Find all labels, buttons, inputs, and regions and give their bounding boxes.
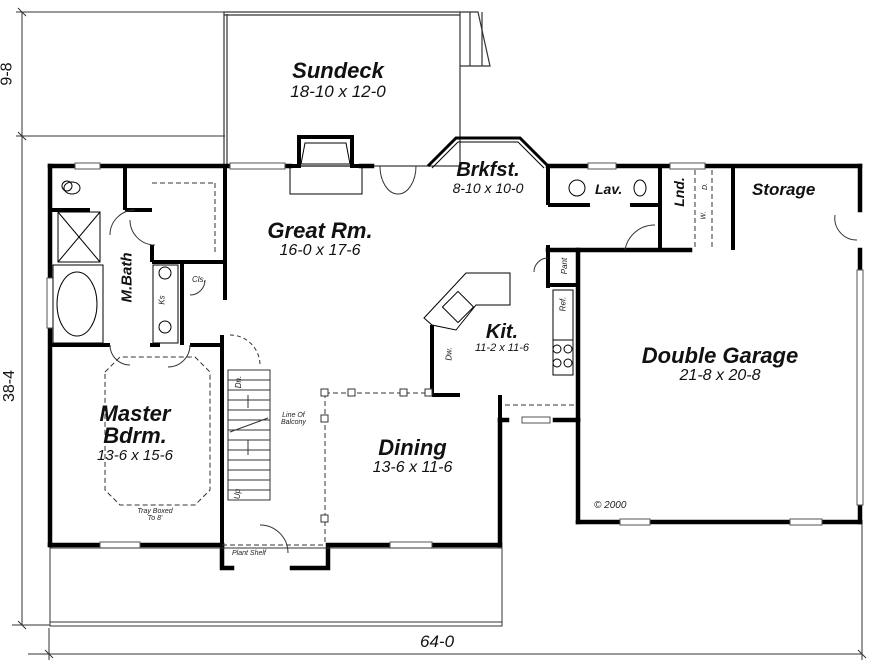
room-size: 8-10 x 10-0 bbox=[452, 180, 524, 196]
room-laundry: Lnd. bbox=[670, 177, 687, 207]
dimension-deck-depth: 9-8 bbox=[0, 62, 16, 86]
stairs-up-label: Up bbox=[233, 488, 243, 500]
dimension-width: 64-0 bbox=[420, 632, 455, 651]
room-great-room: Great Rm. 16-0 x 17-6 bbox=[240, 220, 400, 259]
breakfast-bay bbox=[426, 136, 550, 169]
windows bbox=[46, 162, 864, 549]
room-breakfast: Brkfst. 8-10 x 10-0 bbox=[432, 160, 544, 195]
room-double-garage: Double Garage 21-8 x 20-8 bbox=[605, 345, 835, 384]
door-swings bbox=[109, 165, 858, 554]
dimension-depth: 38-4 bbox=[1, 369, 19, 403]
room-name: Brkfst. bbox=[456, 159, 520, 181]
room-kitchen: Kit. 11-2 x 11-6 bbox=[456, 322, 548, 354]
room-name-line1: Master bbox=[99, 401, 171, 426]
room-name-line2: Bdrm. bbox=[103, 423, 167, 448]
note-line2: To 8' bbox=[147, 515, 163, 522]
dimension-lines bbox=[12, 7, 867, 660]
vanity-label: Ks bbox=[157, 295, 167, 305]
washer-label: W. bbox=[700, 211, 708, 220]
room-size: 11-2 x 11-6 bbox=[474, 342, 529, 354]
balcony-line2: Balcony bbox=[281, 419, 306, 426]
room-storage: Storage bbox=[752, 180, 816, 199]
room-master-bedroom: Master Bdrm. 13-6 x 15-6 bbox=[70, 401, 200, 464]
room-size: 13-6 x 11-6 bbox=[372, 459, 453, 476]
interior-walls bbox=[50, 166, 735, 545]
room-size: 16-0 x 17-6 bbox=[279, 242, 361, 259]
front-porch bbox=[49, 547, 503, 627]
note-line1: Tray Boxed bbox=[137, 508, 173, 515]
tray-ceiling-note: Tray Boxed To 8' bbox=[115, 508, 195, 522]
room-name: Double Garage bbox=[641, 343, 799, 368]
closet-label: Cls. bbox=[192, 275, 206, 284]
room-dining: Dining 13-6 x 11-6 bbox=[345, 437, 480, 476]
kitchen-counter bbox=[423, 272, 574, 376]
room-size: 21-8 x 20-8 bbox=[679, 367, 761, 384]
stairs bbox=[227, 369, 271, 501]
plant-shelf-label: Plant Shelf bbox=[232, 550, 266, 557]
room-size: 18-10 x 12-0 bbox=[290, 82, 386, 101]
room-name: Kit. bbox=[485, 321, 519, 343]
dryer-label: D. bbox=[702, 183, 709, 190]
balcony-posts bbox=[320, 388, 433, 523]
room-name: Dining bbox=[378, 435, 447, 460]
sundeck-outline bbox=[223, 11, 491, 167]
dishwasher-label: Dw. bbox=[444, 347, 454, 361]
room-name: Sundeck bbox=[292, 58, 384, 83]
room-size: 13-6 x 15-6 bbox=[97, 447, 173, 464]
balcony-line-label: Line Of Balcony bbox=[281, 412, 306, 426]
room-sundeck: Sundeck 18-10 x 12-0 bbox=[268, 58, 408, 101]
room-name: Great Rm. bbox=[267, 218, 373, 243]
copyright: © 2000 bbox=[594, 500, 627, 511]
bath-fixtures bbox=[52, 179, 647, 344]
balcony-line1: Line Of bbox=[282, 412, 305, 419]
refrigerator-label: Ref. bbox=[558, 296, 568, 312]
fireplace bbox=[289, 135, 363, 195]
room-lavatory: Lav. bbox=[595, 181, 623, 197]
room-master-bath: M.Bath bbox=[118, 252, 136, 303]
pantry-label: Pant bbox=[560, 257, 570, 275]
stairs-down-label: Dn. bbox=[234, 375, 244, 389]
